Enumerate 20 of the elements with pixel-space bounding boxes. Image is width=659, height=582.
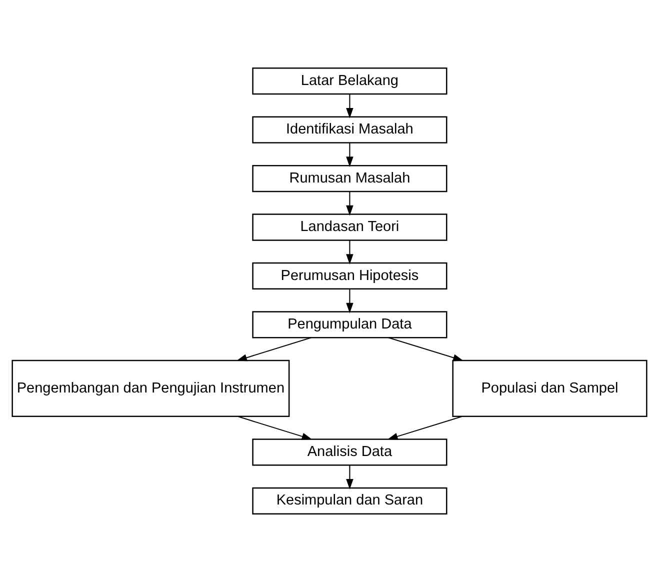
arrow: [387, 416, 462, 440]
node-box: Rumusan Masalah: [252, 164, 448, 192]
node-box: Landasan Teori: [252, 214, 448, 241]
node-box: Latar Belakang: [252, 68, 448, 95]
node-box: Kesimpulan dan Saran: [252, 487, 448, 514]
arrow: [346, 465, 354, 490]
arrow: [238, 416, 312, 440]
node-box: Perumusan Hipotesis: [252, 262, 448, 290]
arrow: [236, 337, 312, 362]
arrow: [346, 143, 354, 168]
arrow: [346, 289, 354, 314]
arrow: [346, 192, 354, 216]
node-box: Pengumpulan Data: [252, 311, 448, 338]
arrow: [346, 94, 354, 118]
node-box: Populasi dan Sampel: [452, 360, 648, 418]
node-box: Analisis Data: [252, 438, 448, 466]
node-box: Pengembangan dan Pengujian Instrumen: [12, 360, 290, 418]
arrow: [388, 337, 464, 362]
node-box: Identifikasi Masalah: [252, 116, 448, 144]
arrow: [346, 240, 354, 264]
